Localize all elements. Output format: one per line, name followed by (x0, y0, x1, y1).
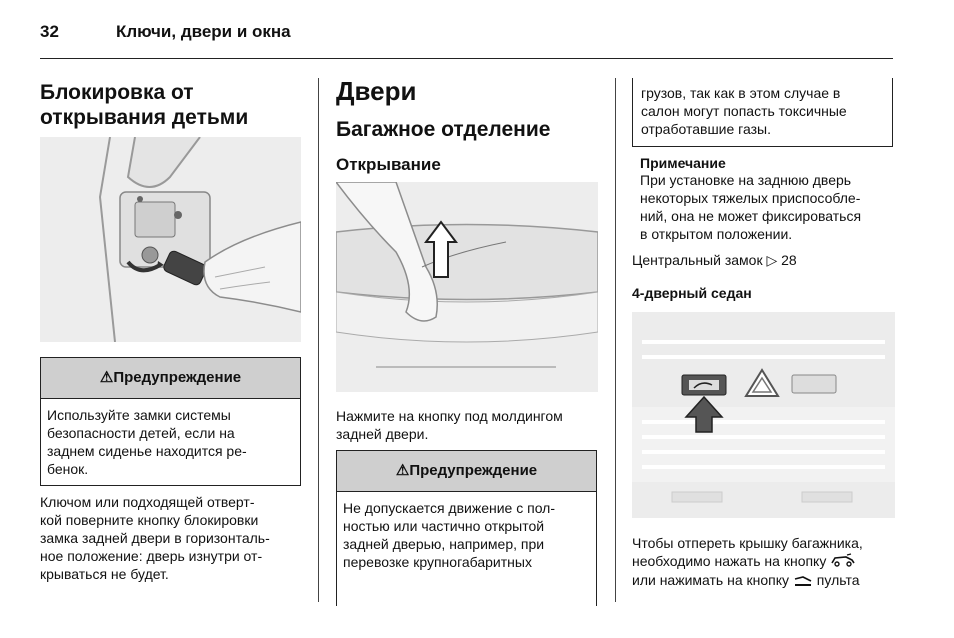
opening-subheading: Открывание (336, 155, 441, 174)
warning-header: ⚠Предупреждение (337, 451, 596, 492)
child-lock-heading: Блокировка от открывания детьми (40, 81, 249, 129)
trunk-opening-illustration (334, 181, 599, 392)
central-lock-reference[interactable]: Центральный замок ▷ 28 (632, 252, 797, 268)
warning-text: Не допускается движение с пол- ностью ил… (343, 500, 556, 570)
page-number: 32 (40, 22, 59, 41)
note: Примечание При установке на заднюю дверь… (640, 155, 862, 242)
warning-icon: ⚠ (395, 462, 410, 479)
note-title: Примечание (640, 155, 726, 171)
header-divider (40, 58, 893, 59)
trunk-section-heading: Багажное отделение (336, 118, 551, 141)
chapter-title: Ключи, двери и окна (116, 22, 291, 41)
warning-icon: ⚠ (99, 369, 114, 386)
doors-title: Двери (336, 76, 417, 106)
car-trunk-icon (830, 553, 856, 571)
column-divider-right (615, 78, 616, 602)
warning-continuation-box: грузов, так как в этом случае в салон мо… (632, 78, 893, 147)
sedan-dashboard-illustration (632, 312, 895, 518)
warning-header: ⚠Предупреждение (41, 358, 300, 399)
child-lock-illustration (40, 136, 302, 343)
trunk-warning: ⚠Предупреждение Не допускается движение … (336, 450, 597, 606)
trunk-open-text: Нажмите на кнопку под молдингом задней д… (336, 408, 563, 442)
trunk-unlock-text: Чтобы отпереть крышку багажника, необход… (632, 534, 863, 591)
remote-trunk-button-icon (793, 573, 813, 591)
page-reference-icon: ▷ (766, 252, 778, 268)
column-divider-left (318, 78, 319, 602)
sedan-subheading: 4-дверный седан (632, 285, 752, 301)
warning-text: Используйте замки системы безопасности д… (47, 407, 247, 477)
child-lock-text: Ключом или подходящей отверт- кой поверн… (40, 494, 270, 582)
child-lock-warning: ⚠Предупреждение Используйте замки систем… (40, 357, 301, 486)
